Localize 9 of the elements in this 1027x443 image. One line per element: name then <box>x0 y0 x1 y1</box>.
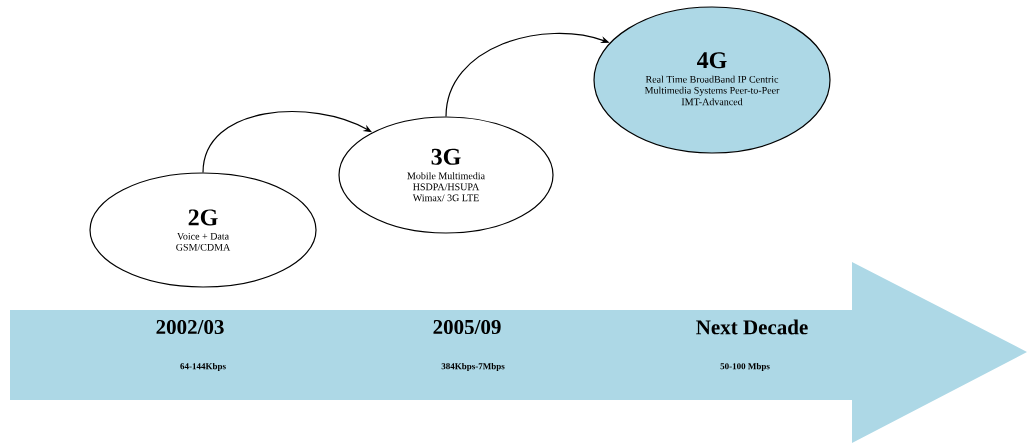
year-label: Next Decade <box>696 319 808 335</box>
speed-label: 384Kbps-7Mbps <box>441 362 505 372</box>
ellipse-node: 4G Real Time BroadBand IP Centric Multimedia Systems Peer-to-Peer IMT-Advanced <box>593 6 831 154</box>
year-label: 2002/03 <box>156 319 224 335</box>
speed-label: 64-144Kbps <box>180 362 226 372</box>
speed-label: 50-100 Mbps <box>720 362 770 372</box>
ellipse-node: 2G Voice + Data GSM/CDMA <box>89 172 317 288</box>
ellipse-node: 3G Mobile Multimedia HSDPA/HSUPA Wimax/ 3G LTE <box>338 116 554 234</box>
year-label: 2005/09 <box>433 319 501 335</box>
